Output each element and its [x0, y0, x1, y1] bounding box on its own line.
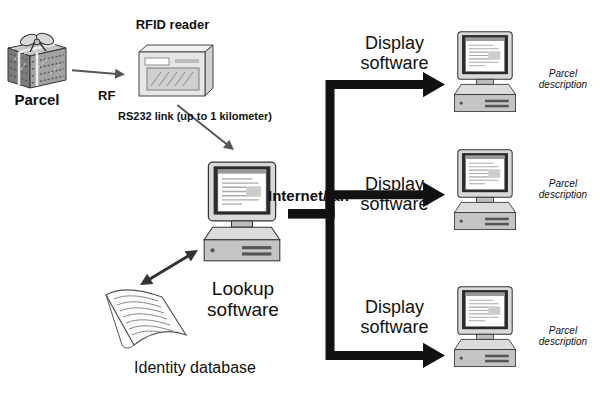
display-computer-node: Display softwareParcel description: [445, 148, 595, 236]
connector-line: [177, 105, 227, 145]
computer-illustration: [200, 150, 284, 275]
link-label: Internet/lan: [268, 187, 349, 204]
database-label: Identity database: [115, 359, 275, 377]
computer-illustration: [445, 148, 525, 233]
computer-illustration: [445, 30, 525, 115]
software-label: Lookup software: [193, 278, 293, 321]
device-label: RFID reader: [120, 18, 225, 33]
arrow-head: [140, 274, 153, 285]
parcel-illustration: [4, 28, 70, 90]
rfid-reader-node: RFID reader: [125, 18, 220, 105]
connector-line: [72, 70, 117, 74]
network-arrow: [288, 214, 445, 368]
description-note: Parcel description: [531, 68, 595, 90]
link-arrow: [72, 69, 125, 79]
description-note: Parcel description: [531, 178, 595, 200]
link-arrow: [140, 250, 198, 285]
rfid-reader-illustration: [135, 42, 215, 100]
software-label: Display software: [347, 297, 442, 337]
arrow-head: [185, 250, 198, 261]
arrow-head: [115, 69, 125, 79]
link-arrow: [177, 105, 234, 150]
arrow-head: [223, 140, 234, 150]
connector-line: [148, 255, 190, 280]
software-label: Display software: [347, 174, 442, 214]
parcel-label: Parcel: [2, 92, 72, 109]
display-computer-node: Display softwareParcel description: [445, 285, 595, 373]
link-label: RF: [98, 88, 115, 103]
document-illustration: [100, 285, 190, 353]
database-node: Identity database: [95, 285, 275, 393]
arrow-head: [423, 343, 445, 368]
display-computer-node: Display softwareParcel description: [445, 30, 595, 118]
arrow-head: [423, 72, 445, 97]
parcel-node: Parcel: [2, 28, 72, 116]
lookup-computer-node: Lookup software: [198, 150, 288, 332]
description-note: Parcel description: [531, 325, 595, 347]
computer-illustration: [445, 285, 525, 370]
link-label: RS232 link (up to 1 kilometer): [118, 110, 272, 122]
network-arrow: [288, 72, 445, 214]
software-label: Display software: [347, 33, 442, 73]
